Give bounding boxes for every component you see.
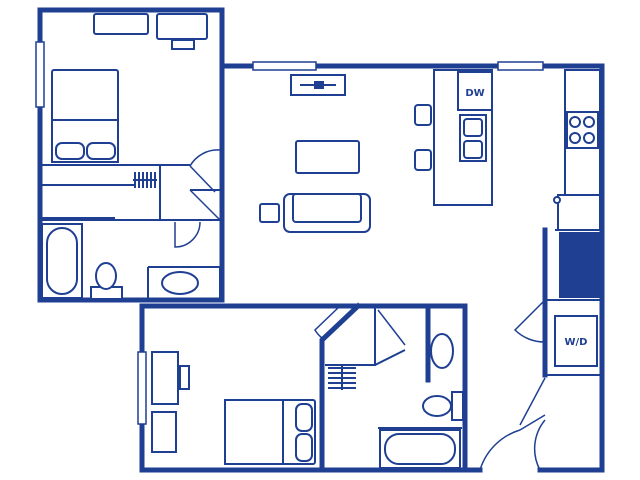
burner-4 — [583, 132, 595, 144]
coffee-table — [295, 140, 360, 174]
desk-2 — [151, 351, 179, 405]
pillow-1a — [55, 142, 85, 160]
sink-2 — [430, 333, 454, 369]
bath-2 — [328, 309, 464, 469]
door-bedroom1 — [189, 149, 221, 193]
desk-chair — [171, 39, 195, 50]
window-bedroom2 — [137, 351, 147, 425]
bathtub-1-basin — [46, 227, 78, 295]
stool-1 — [414, 104, 432, 126]
desk — [156, 13, 208, 40]
window-bedroom1 — [35, 41, 45, 108]
dishwasher-label: DW — [465, 88, 484, 99]
bed-2-blanket — [224, 399, 284, 465]
sink-kitchen-bowl-1 — [463, 118, 483, 137]
toilet-2-tank — [451, 391, 464, 421]
door-bath1 — [174, 221, 201, 248]
tv — [314, 81, 324, 89]
bedroom-1 — [51, 13, 208, 163]
pillow-2a — [295, 403, 313, 432]
closet-rod — [133, 172, 157, 188]
stool-2 — [414, 149, 432, 171]
door-closet2 — [377, 309, 406, 346]
window-living1 — [252, 61, 317, 71]
door-closet1 — [189, 189, 221, 221]
bath-1 — [41, 149, 221, 300]
nightstand-2 — [151, 411, 177, 453]
kitchen: DW W/D — [414, 69, 601, 471]
pillow-1b — [86, 142, 116, 160]
fridge-handle — [553, 196, 561, 204]
burner-1 — [569, 116, 581, 128]
fridge — [557, 194, 601, 231]
windows — [35, 41, 544, 425]
pantry — [559, 232, 600, 298]
window-living2 — [497, 61, 544, 71]
bathtub-2-basin — [384, 433, 456, 465]
burner-2 — [583, 116, 595, 128]
living-room — [259, 74, 371, 233]
burner-3 — [569, 132, 581, 144]
sink-1 — [161, 271, 199, 295]
door-bedroom2 — [314, 305, 341, 339]
dresser — [93, 13, 149, 35]
interior-walls — [40, 164, 600, 473]
door-entry — [479, 377, 546, 471]
washer-dryer — [554, 315, 598, 367]
desk-2-chair — [179, 365, 190, 390]
door-laundry — [513, 299, 546, 343]
toilet-2-bowl — [422, 395, 452, 417]
pillow-2b — [295, 433, 313, 462]
toilet-1-bowl — [95, 262, 117, 290]
dishwasher — [457, 71, 493, 111]
sink-kitchen-bowl-2 — [463, 140, 483, 159]
side-table — [259, 203, 280, 223]
sofa-seat — [292, 193, 362, 223]
closet-rod-2 — [328, 366, 356, 390]
bedroom-2 — [151, 305, 341, 465]
washer-dryer-label: W/D — [565, 337, 588, 348]
